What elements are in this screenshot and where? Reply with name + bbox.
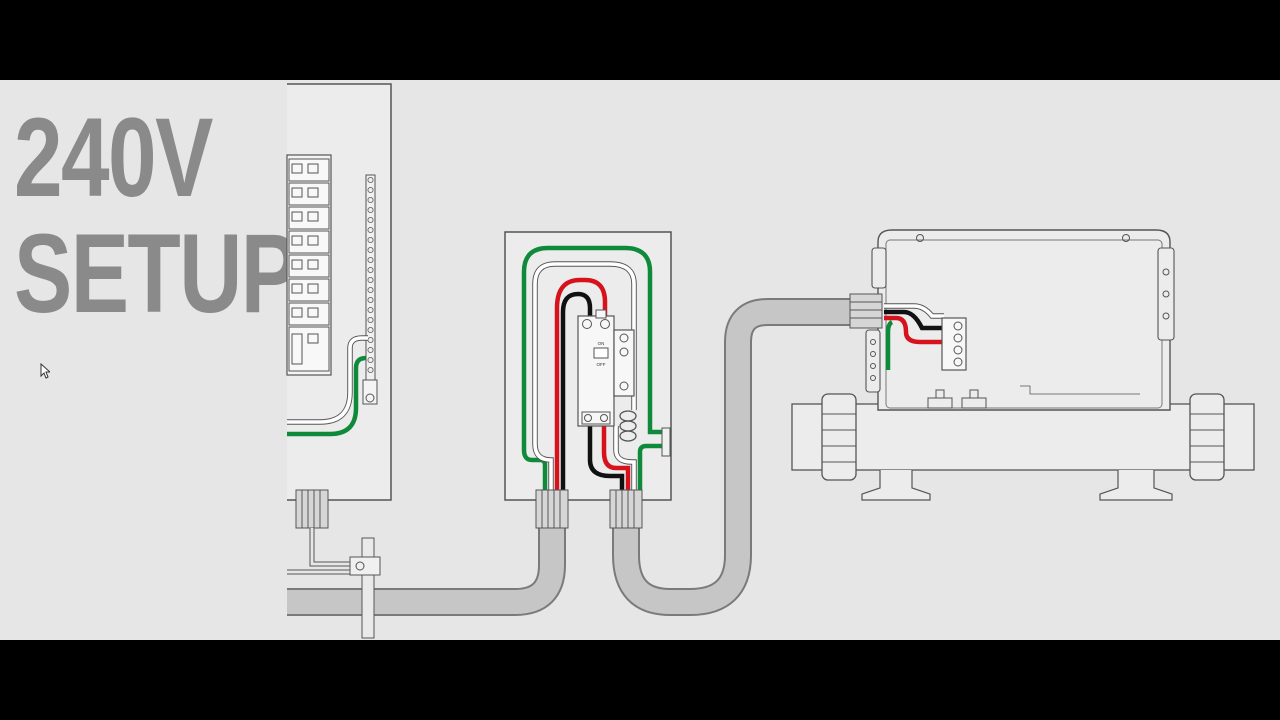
gfci-disconnect-box: ON OFF — [504, 231, 672, 529]
letterbox-top — [0, 0, 1280, 80]
breaker-stack — [288, 158, 330, 372]
box-connector-out — [609, 489, 643, 529]
conduit-run — [287, 298, 852, 616]
page-title: 240V SETUP — [14, 95, 299, 336]
title-line-1: 240V — [14, 95, 213, 220]
ground-clamp — [349, 556, 381, 576]
breaker-off-label: OFF — [597, 362, 606, 367]
letterbox-bottom — [0, 640, 1280, 720]
title-line-2: SETUP — [14, 211, 299, 336]
panel-connector — [295, 489, 329, 529]
spa-control-pack — [791, 229, 1255, 501]
pack-connector — [849, 293, 883, 329]
main-breaker-panel — [286, 83, 392, 639]
box-ground-lug — [661, 427, 671, 457]
heater-tube — [791, 403, 1255, 471]
neutral-bar — [613, 329, 635, 397]
gfci-breaker — [577, 315, 615, 427]
box-connector-in — [535, 489, 569, 529]
mouse-cursor-icon — [40, 363, 50, 379]
diagram-stage: 240V SETUP — [0, 80, 1280, 640]
breaker-on-label: ON — [598, 341, 605, 346]
wiring-diagram: ON OFF — [286, 83, 1255, 639]
